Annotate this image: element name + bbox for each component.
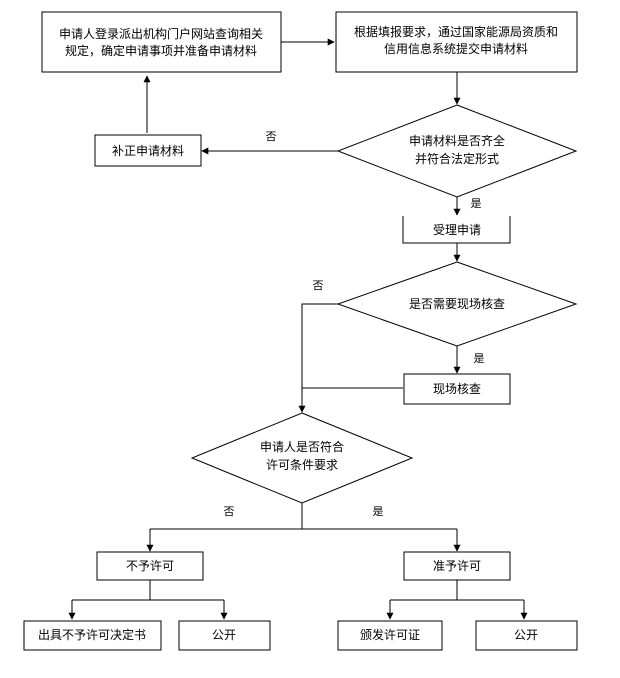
node-check-docs-line2: 并符合法定形式 — [415, 151, 499, 166]
node-submit: 根据填报要求，通过国家能源局资质和 信用信息系统提交申请材料 — [335, 11, 578, 73]
node-deny-public-text: 公开 — [212, 628, 236, 642]
node-conditions: 申请人是否符合 许可条件要求 — [190, 412, 414, 504]
node-deny: 不予许可 — [96, 551, 204, 581]
node-submit-line2: 信用信息系统提交申请材料 — [384, 41, 528, 56]
node-conditions-line1: 申请人是否符合 — [260, 439, 344, 454]
node-check-docs-line1: 申请材料是否齐全 — [409, 133, 505, 148]
node-conditions-line2: 许可条件要求 — [266, 458, 338, 472]
node-issue-cert: 颁发许可证 — [337, 620, 443, 651]
node-issue-cert-text: 颁发许可证 — [360, 627, 420, 642]
node-check-docs: 申请材料是否齐全 并符合法定形式 — [336, 104, 578, 198]
node-submit-line1: 根据填报要求，通过国家能源局资质和 — [354, 24, 558, 39]
node-accept-text: 受理申请 — [433, 223, 481, 237]
node-deny-text: 不予许可 — [126, 559, 174, 573]
node-deny-doc-text: 出具不予许可决定书 — [38, 627, 146, 642]
connectors — [68, 38, 528, 620]
node-deny-public: 公开 — [178, 620, 271, 651]
node-browse-line2: 规定，确定申请事项并准备申请材料 — [65, 43, 257, 58]
node-supplement: 补正申请材料 — [94, 134, 202, 167]
label-no-docs: 否 — [266, 130, 277, 143]
node-approve-text: 准予许可 — [433, 559, 481, 573]
node-inspect-text: 现场核查 — [433, 382, 481, 396]
node-inspect: 现场核查 — [403, 373, 511, 405]
label-no-inspect: 否 — [313, 279, 324, 292]
node-supplement-text: 补正申请材料 — [112, 144, 184, 158]
node-deny-doc: 出具不予许可决定书 — [23, 620, 162, 651]
label-yes-inspect: 是 — [474, 352, 485, 365]
node-need-inspect-text: 是否需要现场核查 — [409, 297, 505, 311]
label-yes-docs: 是 — [471, 197, 482, 210]
label-yes-conditions: 是 — [373, 505, 384, 518]
label-no-conditions: 否 — [224, 505, 235, 518]
node-need-inspect: 是否需要现场核查 — [336, 261, 578, 347]
node-approve-public: 公开 — [475, 620, 578, 651]
node-browse: 申请人登录派出机构门户网站查询相关 规定，确定申请事项并准备申请材料 — [41, 11, 282, 73]
arrow-need-inspect-to-conditions — [298, 303, 338, 413]
node-browse-line1: 申请人登录派出机构门户网站查询相关 — [59, 26, 263, 41]
node-approve: 准予许可 — [403, 551, 511, 581]
node-approve-public-text: 公开 — [514, 628, 538, 642]
node-accept: 受理申请 — [402, 216, 511, 244]
